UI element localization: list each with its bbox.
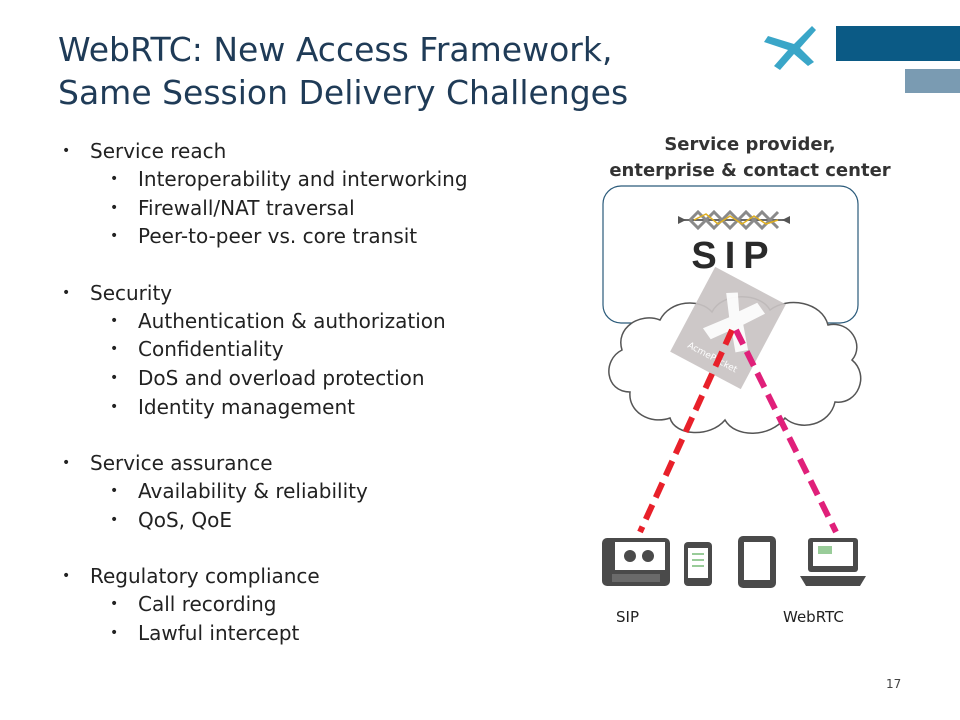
provider-label: Service provider, enterprise & contact c… — [560, 132, 940, 184]
bullet-service-assurance: •Service assurance — [62, 451, 273, 476]
sip-connection-line — [637, 328, 735, 534]
acme-packet-badge: AcmePacket — [670, 266, 786, 390]
webrtc-connection-line — [733, 328, 839, 534]
slide-title: WebRTC: New Access Framework, Same Sessi… — [58, 28, 718, 114]
provider-label-line-2: enterprise & contact center — [609, 160, 891, 181]
laptop-icon — [800, 538, 866, 586]
sub-bullet: •Availability & reliability — [110, 479, 368, 504]
brand-bar-light — [905, 69, 960, 93]
title-line-1: WebRTC: New Access Framework, — [58, 30, 613, 69]
webrtc-endpoint-label: WebRTC — [783, 608, 844, 626]
star-logo-icon — [764, 26, 816, 70]
sip-logo: SIP — [678, 209, 790, 277]
sub-bullet: •Authentication & authorization — [110, 308, 446, 333]
sub-bullet: •Lawful intercept — [110, 620, 300, 645]
page-number: 17 — [886, 677, 902, 691]
bullet-list: •Service reach •Interoperability and int… — [62, 137, 552, 648]
provider-label-line-1: Service provider, — [664, 134, 836, 155]
sip-logo-text: SIP — [691, 235, 776, 277]
sub-bullet: •DoS and overload protection — [110, 365, 425, 390]
sub-bullet: •Call recording — [110, 592, 277, 617]
sub-bullet: •Interoperability and interworking — [110, 167, 468, 191]
sub-bullet: •QoS, QoE — [110, 507, 233, 532]
network-diagram: SIP AcmePacket — [602, 185, 866, 588]
bullet-service-reach: •Service reach — [62, 139, 227, 163]
sub-bullet: •Peer-to-peer vs. core transit — [110, 224, 418, 249]
sub-bullet: •Firewall/NAT traversal — [110, 195, 355, 220]
smartphone-icon — [684, 542, 712, 586]
bullet-regulatory-compliance: •Regulatory compliance — [62, 564, 320, 589]
brand-bar-dark — [836, 26, 960, 61]
sub-bullet: •Identity management — [110, 394, 355, 419]
sip-videophone-icon — [602, 538, 670, 586]
tablet-icon — [738, 536, 776, 588]
title-line-2: Same Session Delivery Challenges — [58, 73, 629, 112]
sub-bullet: •Confidentiality — [110, 337, 284, 362]
bullet-security: •Security — [62, 280, 173, 305]
sip-endpoint-label: SIP — [616, 608, 639, 626]
